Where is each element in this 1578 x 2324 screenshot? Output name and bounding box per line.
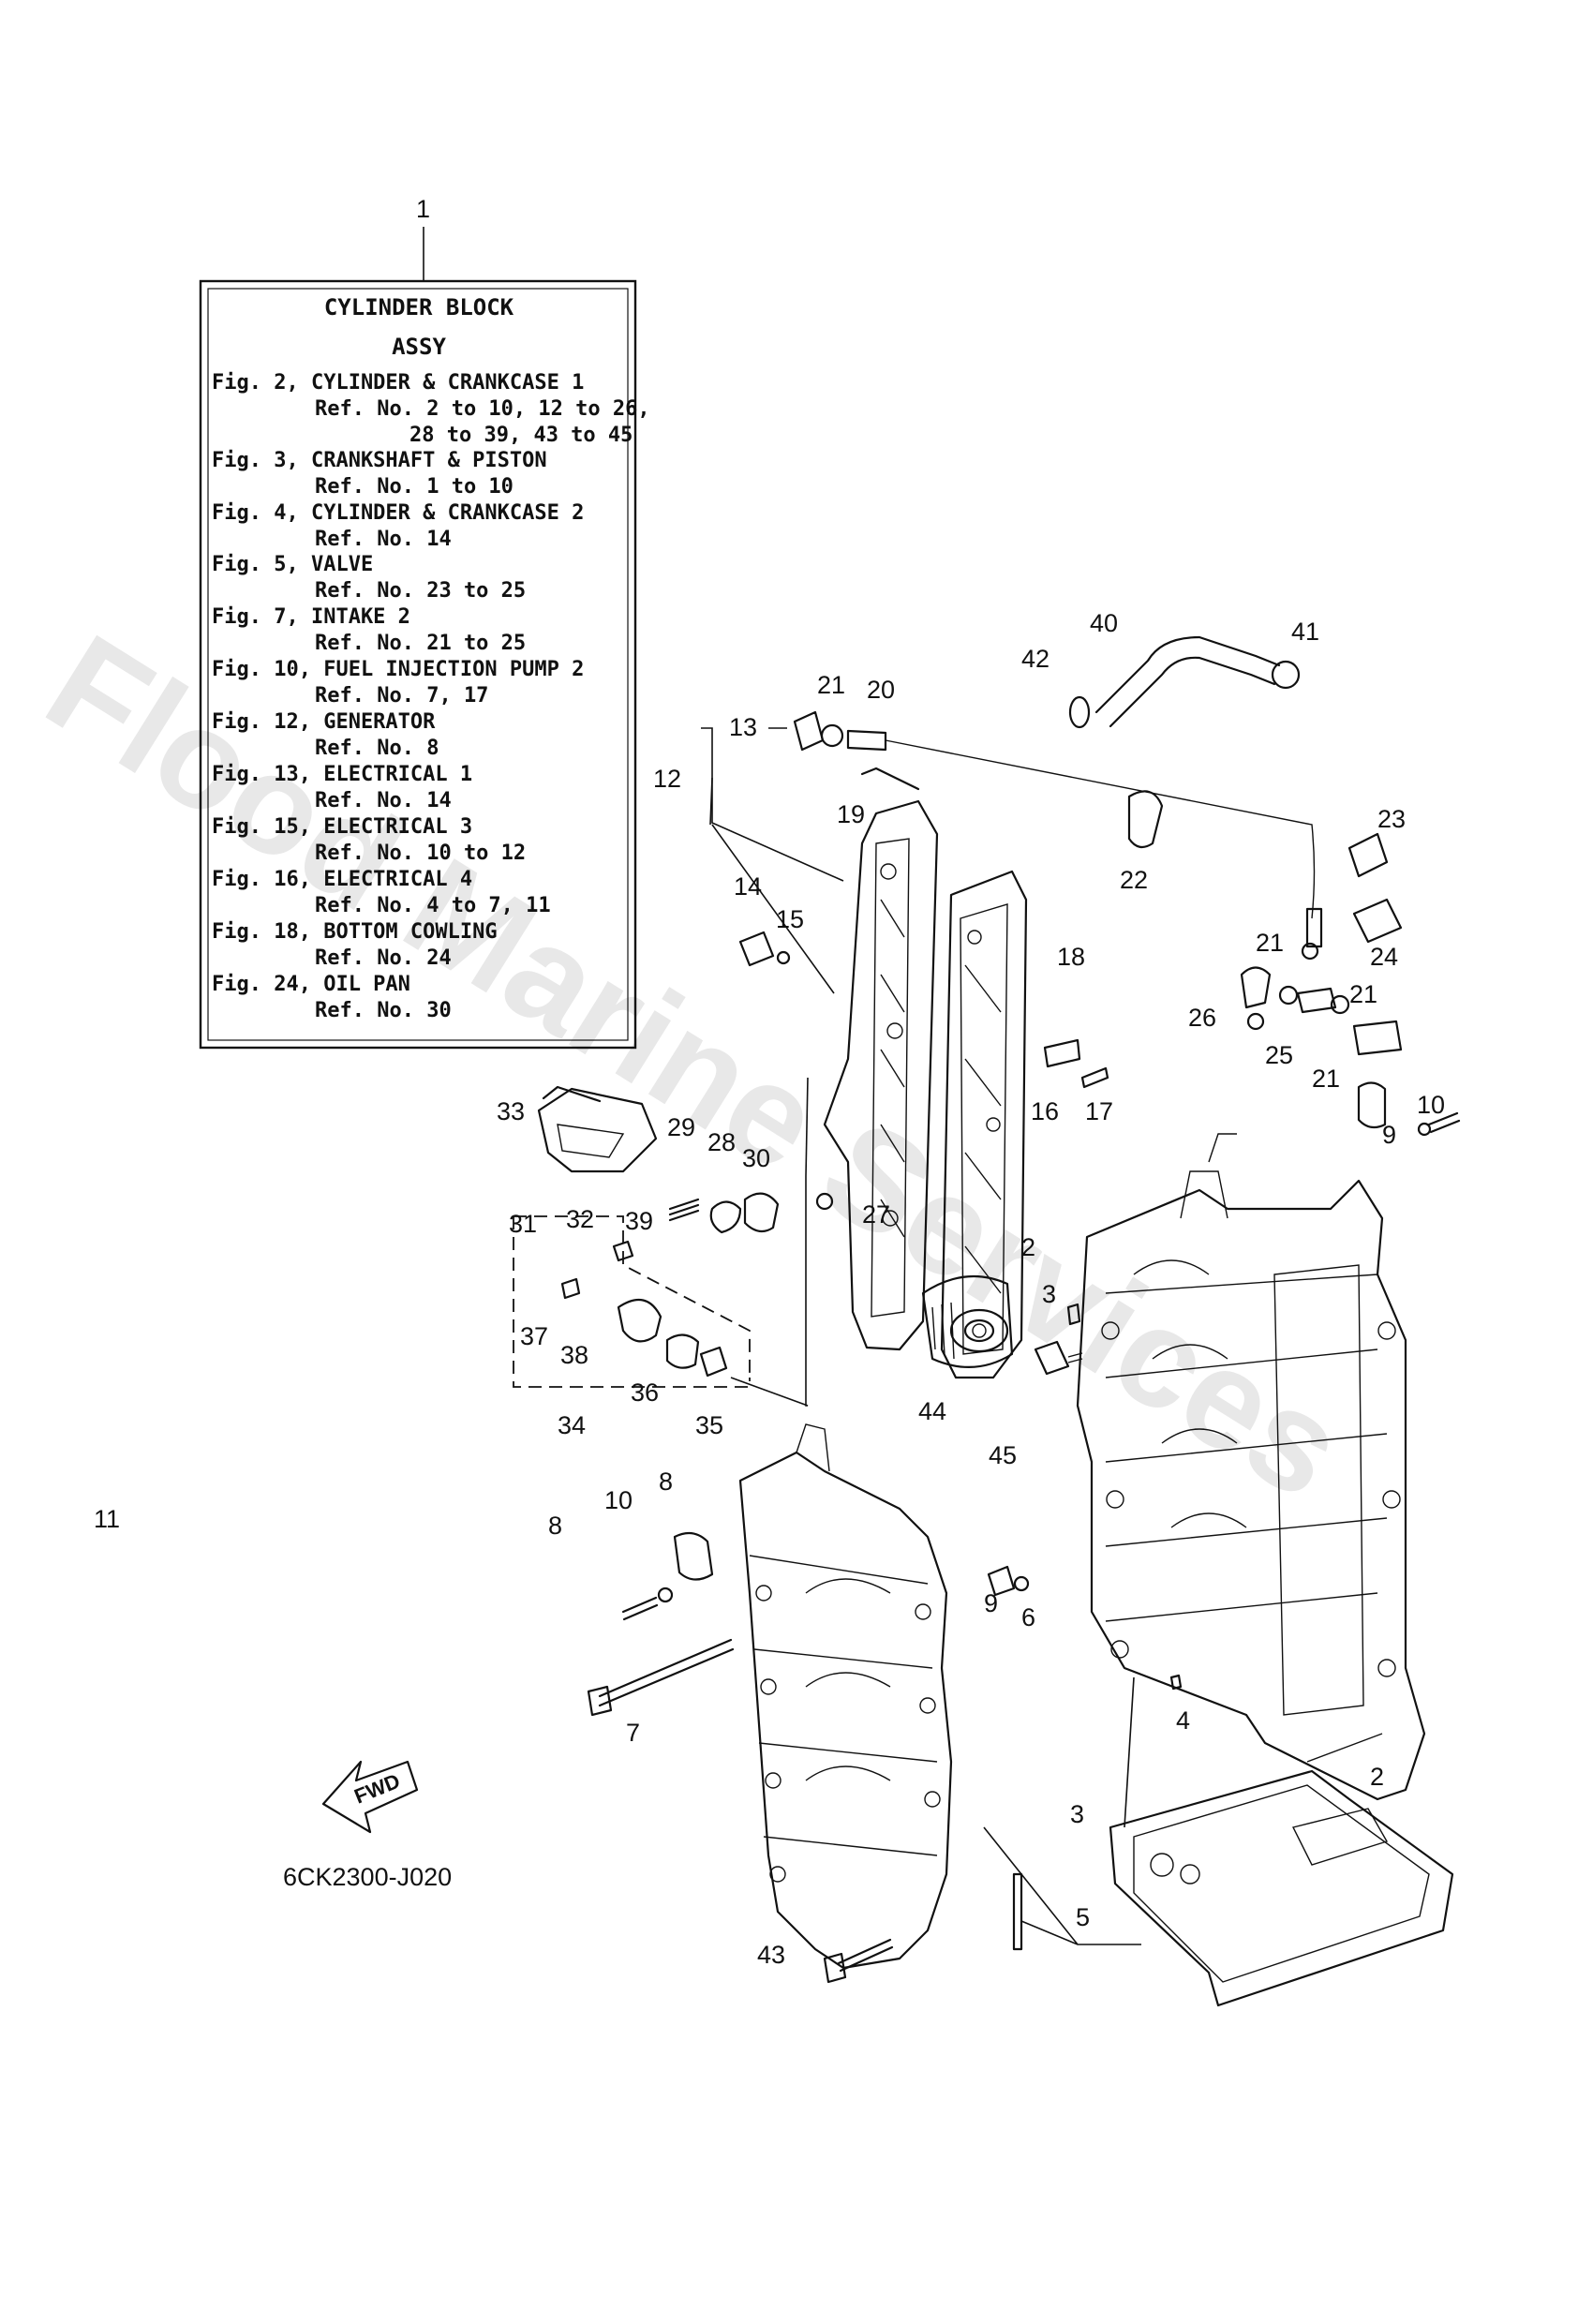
callout-number: 23 (1377, 805, 1406, 833)
callout-number: 5 (1076, 1903, 1090, 1931)
legend-line: 28 to 39, 43 to 45 (409, 424, 633, 447)
callout-number: 30 (742, 1144, 770, 1172)
callout-number: 45 (989, 1441, 1017, 1469)
callout-number: 8 (548, 1512, 562, 1540)
crankcase-part (738, 1423, 953, 1970)
callout-number: 42 (1021, 645, 1050, 673)
callout-number: 4 (1176, 1706, 1190, 1735)
legend-line: Ref. No. 7, 17 (315, 684, 488, 708)
callout-number: 21 (1312, 1065, 1340, 1093)
callout-number: 35 (695, 1411, 723, 1439)
callout-1: 1 (416, 195, 430, 223)
callout-number: 24 (1370, 943, 1398, 971)
callout-number: 19 (837, 800, 865, 828)
legend-line: Ref. No. 30 (315, 999, 452, 1022)
callout-number: 37 (520, 1322, 548, 1350)
callout-number: 11 (94, 1505, 120, 1533)
legend-line: Ref. No. 2 to 10, 12 to 26, (315, 397, 650, 421)
legend-line: Fig. 24, OIL PAN (212, 973, 410, 996)
legend-line: Ref. No. 10 to 12 (315, 842, 526, 865)
legend-line: Fig. 18, BOTTOM COWLING (212, 920, 498, 944)
callout-number: 39 (625, 1207, 653, 1235)
anode-cover-parts (513, 1085, 780, 1388)
legend-title-line2: ASSY (392, 334, 446, 360)
legend-line: Fig. 12, GENERATOR (212, 710, 436, 734)
legend-line: Fig. 15, ELECTRICAL 3 (212, 815, 472, 839)
legend-box: 1 CYLINDER BLOCK ASSY Fig. 2, CYLINDER &… (199, 195, 650, 1050)
callout-number: 7 (626, 1719, 640, 1747)
callout-number: 2 (1021, 1233, 1035, 1261)
callout-number: 40 (1090, 609, 1118, 637)
callout-number: 34 (558, 1411, 586, 1439)
fwd-label: FWD (351, 1769, 404, 1809)
legend-line: Fig. 2, CYLINDER & CRANKCASE 1 (212, 371, 584, 395)
legend-line: Ref. No. 14 (315, 528, 452, 551)
hose-assembly-part (793, 635, 1323, 948)
callout-number: 32 (566, 1205, 594, 1233)
small-fittings (738, 767, 1109, 1211)
callout-number: 10 (1417, 1091, 1445, 1119)
callout-number: 6 (1021, 1603, 1035, 1631)
callout-number: 3 (1042, 1280, 1056, 1308)
legend-line: Fig. 4, CYLINDER & CRANKCASE 2 (212, 501, 584, 525)
callout-number: 21 (817, 671, 845, 699)
callout-number: 17 (1085, 1097, 1113, 1125)
gasket-part (1109, 1769, 1454, 2007)
callout-number: 3 (1070, 1800, 1084, 1828)
callout-number: 16 (1031, 1097, 1059, 1125)
legend-line: Ref. No. 1 to 10 (315, 475, 514, 499)
cylinder-block-part (1076, 1133, 1426, 1801)
callout-number: 43 (757, 1941, 785, 1969)
callout-number: 10 (604, 1486, 633, 1514)
callout-number: 13 (729, 713, 757, 741)
callout-number: 9 (1382, 1121, 1396, 1149)
callout-number: 12 (653, 765, 681, 793)
callout-number: 22 (1120, 866, 1148, 894)
legend-line: Ref. No. 4 to 7, 11 (315, 894, 551, 917)
callout-number: 21 (1349, 980, 1377, 1008)
callout-number: 31 (509, 1210, 537, 1238)
diagram-code: 6CK2300-J020 (283, 1863, 452, 1891)
callout-number: 26 (1188, 1004, 1216, 1032)
callout-number: 20 (867, 676, 895, 704)
callout-number: 36 (631, 1378, 659, 1407)
oil-filter-part (921, 1274, 1083, 1376)
legend-line: Ref. No. 24 (315, 946, 452, 970)
callout-number: 28 (707, 1128, 736, 1156)
fwd-arrow-icon: FWD (321, 1760, 419, 1834)
callout-number: 15 (776, 905, 804, 933)
callout-number: 38 (560, 1341, 588, 1369)
callout-number: 44 (918, 1397, 946, 1425)
callout-number: 2 (1370, 1763, 1384, 1791)
callout-number: 18 (1057, 943, 1085, 971)
legend-line: Fig. 3, CRANKSHAFT & PISTON (212, 449, 547, 472)
watermark-text: Flood Marine Services (22, 604, 1370, 1528)
callout-number: 14 (734, 872, 762, 901)
callout-number: 41 (1291, 618, 1319, 646)
legend-line: Fig. 16, ELECTRICAL 4 (212, 868, 472, 891)
callout-number: 29 (667, 1113, 695, 1141)
callout-number: 25 (1265, 1041, 1293, 1069)
callout-number: 27 (862, 1200, 890, 1229)
legend-line: Fig. 7, INTAKE 2 (212, 605, 410, 629)
callout-number: 21 (1256, 929, 1284, 957)
bolts-part (587, 1081, 1461, 1984)
legend-line: Fig. 10, FUEL INJECTION PUMP 2 (212, 658, 584, 681)
legend-line: Ref. No. 8 (315, 737, 439, 760)
callout-number: 9 (984, 1589, 998, 1617)
callout-number: 33 (497, 1097, 525, 1125)
legend-line: Ref. No. 23 to 25 (315, 579, 526, 603)
legend-line: Ref. No. 21 to 25 (315, 632, 526, 655)
callout-number: 8 (659, 1467, 673, 1496)
legend-line: Fig. 5, VALVE (212, 553, 373, 576)
legend-title-line1: CYLINDER BLOCK (324, 294, 514, 320)
leader-lines (701, 727, 1141, 1945)
valve-parts (1240, 832, 1403, 1056)
legend-line: Fig. 13, ELECTRICAL 1 (212, 763, 472, 786)
legend-line: Ref. No. 14 (315, 789, 452, 812)
